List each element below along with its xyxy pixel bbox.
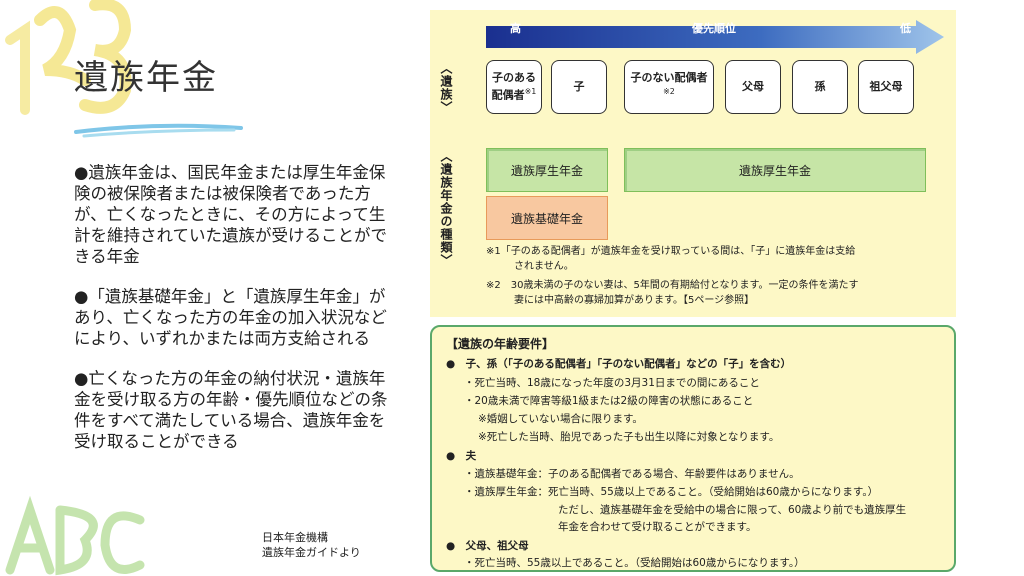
pension-label: 遺族厚生年金: [738, 163, 811, 178]
family-grandparents: 祖父母: [858, 60, 914, 114]
bullet-item: ●遺族年金は、国民年金または厚生年金保険の被保険者または被保険者であった方が、亡…: [74, 163, 388, 266]
priority-high-label: 高: [510, 22, 521, 35]
footnote-mark: ※1: [524, 87, 537, 97]
family-spouse-without-child: 子のない配偶者 ※2: [624, 60, 714, 114]
priority-label: 優先順位: [692, 22, 736, 35]
pension-types-side-label: 〈遺族年金の種類〉: [439, 150, 453, 267]
age-line: ・遺族基礎年金：子のある配偶者である場合、年齢要件はありません。: [464, 468, 800, 480]
family-label: 孫: [814, 80, 826, 93]
crayon-number-decoration: [5, 0, 132, 115]
age-heading-husband: ● 夫: [446, 450, 477, 462]
family-label: 子: [573, 80, 585, 93]
source-credit: 日本年金機構 遺族年金ガイドより: [262, 530, 361, 560]
family-label: 子のある配偶者: [491, 71, 536, 102]
age-line: ・死亡当時、55歳以上であること。（受給開始は60歳からになります。）: [464, 557, 805, 569]
survivor-employee-pension-box: 遺族厚生年金: [486, 148, 608, 192]
footnote-1: ※1「子のある配偶者」が遺族年金を受け取っている間は、「子」に遺族年金は支給 さ…: [486, 244, 855, 274]
survivor-priority-panel: 高 優先順位 低 〈遺族〉 〈遺族年金の種類〉 子のある配偶者※1 子 子のない…: [430, 10, 956, 317]
title-underline-stroke: [74, 123, 243, 138]
family-grandchild: 孫: [792, 60, 848, 114]
family-label: 父母: [742, 80, 764, 93]
age-line: ただし、遺族基礎年金を受給中の場合に限って、60歳より前でも遺族厚生: [558, 504, 907, 516]
source-line: 遺族年金ガイドより: [262, 546, 361, 559]
age-line: ・20歳未満で障害等級1級または2級の障害の状態にあること: [464, 395, 754, 407]
age-requirements-title: 【遺族の年齢要件】: [446, 337, 555, 351]
footnote-mark: ※2: [663, 87, 675, 97]
family-child: 子: [551, 60, 607, 114]
note-line: ※2 30歳未満の子のない妻は、5年間の有期給付となります。一定の条件を満たす: [486, 280, 859, 291]
pension-label: 遺族基礎年金: [510, 211, 583, 226]
priority-low-label: 低: [900, 22, 911, 35]
note-line: 妻には中高齢の寡婦加算があります。【5ページ参照】: [514, 295, 755, 306]
pension-label: 遺族厚生年金: [510, 163, 583, 178]
family-spouse-with-child: 子のある配偶者※1: [486, 60, 542, 114]
family-parents: 父母: [725, 60, 781, 114]
survivor-employee-pension-box: 遺族厚生年金: [624, 148, 926, 192]
priority-arrow: [486, 20, 944, 54]
footnote-2: ※2 30歳未満の子のない妻は、5年間の有期給付となります。一定の条件を満たす …: [486, 278, 859, 308]
bullet-item: ●「遺族基礎年金」と「遺族厚生年金」があり、亡くなった方の年金の加入状況などによ…: [74, 287, 387, 348]
age-line: ・死亡当時、18歳になった年度の3月31日までの間にあること: [464, 377, 760, 389]
family-side-label: 〈遺族〉: [439, 62, 453, 114]
age-heading-children: ● 子、孫（「子のある配偶者」「子のない配偶者」などの「子」を含む）: [446, 358, 792, 370]
age-line: ・遺族厚生年金：死亡当時、55歳以上であること。（受給開始は60歳からになります…: [464, 486, 879, 498]
age-requirements-panel: 【遺族の年齢要件】 ● 子、孫（「子のある配偶者」「子のない配偶者」などの「子」…: [430, 325, 956, 572]
note-line: されません。: [514, 261, 574, 272]
age-heading-parents: ● 父母、祖父母: [446, 540, 529, 552]
bullet-list: ●遺族年金は、国民年金または厚生年金保険の被保険者または被保険者であった方が、亡…: [74, 162, 400, 471]
note-line: ※1「子のある配偶者」が遺族年金を受け取っている間は、「子」に遺族年金は支給: [486, 246, 856, 257]
bullet-item: ●亡くなった方の年金の納付状況・遺族年金を受け取る方の年齢・優先順位などの条件を…: [74, 369, 388, 451]
source-line: 日本年金機構: [262, 531, 328, 544]
crayon-letters-decoration: [5, 495, 145, 576]
age-line: 年金を合わせて受け取ることができます。: [558, 521, 757, 533]
page-title: 遺族年金: [74, 58, 218, 98]
age-line: ※死亡した当時、胎児であった子も出生以降に対象となります。: [478, 431, 780, 443]
survivor-basic-pension-box: 遺族基礎年金: [486, 196, 608, 240]
family-label: 祖父母: [869, 80, 903, 93]
age-line: ※婚姻していない場合に限ります。: [478, 413, 643, 425]
family-label: 子のない配偶者: [630, 71, 708, 85]
